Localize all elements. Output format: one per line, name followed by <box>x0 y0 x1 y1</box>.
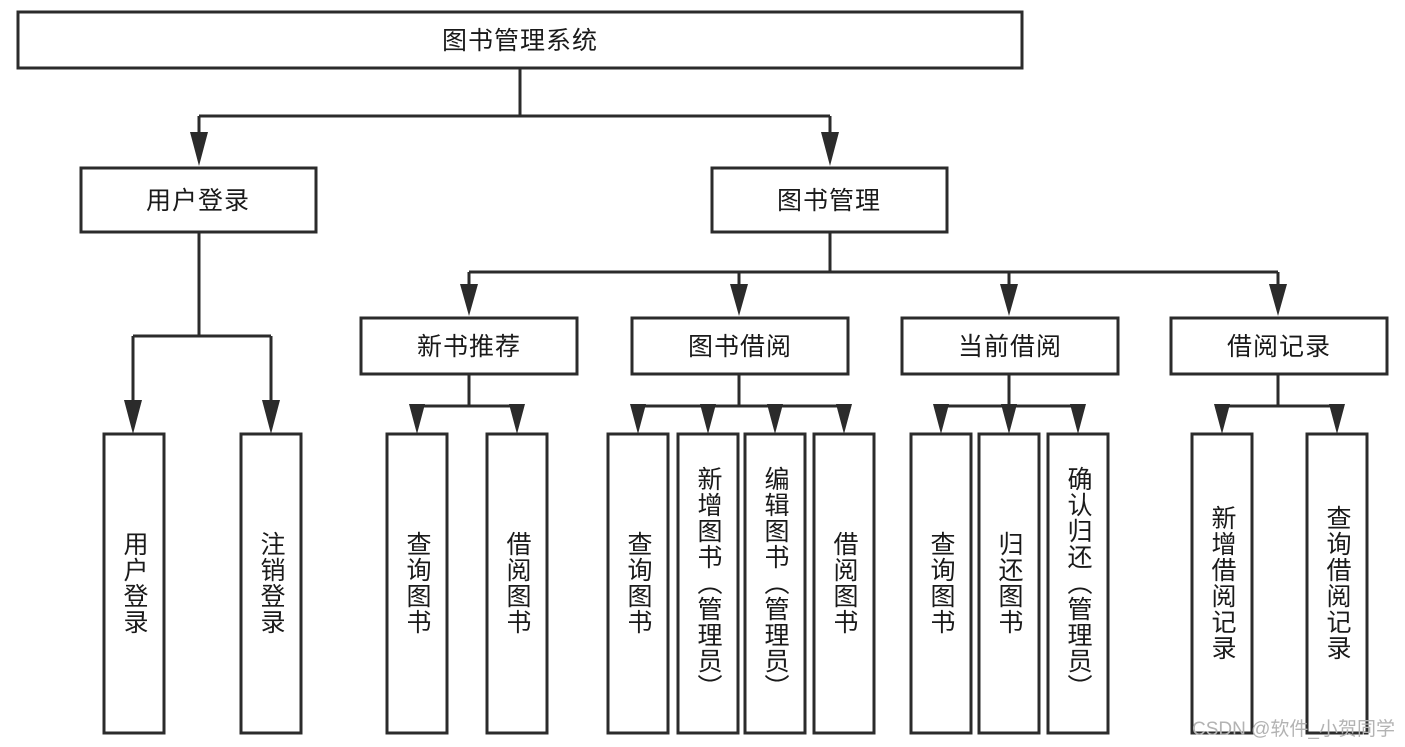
node-current-borrow-label: 当前借阅 <box>958 333 1062 361</box>
node-current-borrow[interactable]: 当前借阅 <box>900 316 1120 376</box>
node-root-box[interactable] <box>16 10 1024 70</box>
node-leaf-logout-box[interactable] <box>239 432 303 735</box>
node-leaf-add-book-box[interactable] <box>676 432 740 735</box>
node-leaf-edit-book[interactable]: 编辑图书（管理员） <box>743 432 807 735</box>
arrowhead-leaf-confirm-return <box>1070 404 1086 434</box>
node-leaf-confirm-return[interactable]: 确认归还（管理员） <box>1046 432 1110 735</box>
node-leaf-query-book-1[interactable]: 查询图书 <box>385 432 449 735</box>
node-leaf-borrow-book-1-box[interactable] <box>485 432 549 735</box>
node-leaf-query-book-1-box[interactable] <box>385 432 449 735</box>
node-leaf-add-book[interactable]: 新增图书（管理员） <box>676 432 740 735</box>
node-leaf-user-login-label: 用户登录 <box>120 531 149 635</box>
node-book-management-box[interactable] <box>710 166 949 234</box>
node-book-borrow-label: 图书借阅 <box>688 333 792 361</box>
arrowhead-leaf-return-book <box>1001 404 1017 434</box>
node-leaf-add-book-label: 新增图书（管理员） <box>694 466 723 700</box>
node-leaf-add-record[interactable]: 新增借阅记录 <box>1190 432 1254 735</box>
node-leaf-borrow-book-2-box[interactable] <box>812 432 876 735</box>
arrowhead-leaf-query-record <box>1329 404 1345 434</box>
node-leaf-return-book-box[interactable] <box>977 432 1041 735</box>
arrowhead-new-book-recommend <box>460 284 478 316</box>
node-book-borrow[interactable]: 图书借阅 <box>630 316 850 376</box>
arrowhead-leaf-query-book-1 <box>409 404 425 434</box>
arrowhead-leaf-borrow-book-2 <box>836 404 852 434</box>
node-leaf-add-record-box[interactable] <box>1190 432 1254 735</box>
node-leaf-edit-book-box[interactable] <box>743 432 807 735</box>
arrowhead-current-borrow <box>1000 284 1018 316</box>
arrowhead-leaf-query-book-3 <box>933 404 949 434</box>
node-root-label: 图书管理系统 <box>442 27 598 55</box>
connector-group-new-book-recommend <box>409 374 525 434</box>
arrowhead-leaf-edit-book <box>767 404 783 434</box>
arrowhead-book-management <box>821 132 839 166</box>
node-leaf-confirm-return-label: 确认归还（管理员） <box>1064 466 1093 700</box>
arrowhead-leaf-add-book <box>700 404 716 434</box>
node-leaf-query-book-3-box[interactable] <box>909 432 973 735</box>
arrowhead-leaf-user-login <box>124 400 142 434</box>
node-new-book-recommend[interactable]: 新书推荐 <box>359 316 579 376</box>
connector-group-user-login <box>124 232 280 434</box>
arrowhead-user-login <box>190 132 208 166</box>
node-borrow-record[interactable]: 借阅记录 <box>1169 316 1389 376</box>
node-leaf-user-login-box[interactable] <box>102 432 166 735</box>
arrowhead-borrow-record <box>1269 284 1287 316</box>
node-user-login-box[interactable] <box>79 166 318 234</box>
node-leaf-user-login[interactable]: 用户登录 <box>102 432 166 735</box>
node-book-management[interactable]: 图书管理 <box>710 166 949 234</box>
node-current-borrow-box[interactable] <box>900 316 1120 376</box>
connector-group-book-borrow <box>630 374 852 434</box>
node-leaf-borrow-book-2[interactable]: 借阅图书 <box>812 432 876 735</box>
node-new-book-recommend-label: 新书推荐 <box>417 333 521 361</box>
node-leaf-query-book-3[interactable]: 查询图书 <box>909 432 973 735</box>
node-leaf-logout[interactable]: 注销登录 <box>239 432 303 735</box>
node-leaf-query-record-label: 查询借阅记录 <box>1323 505 1352 661</box>
node-leaf-edit-book-label: 编辑图书（管理员） <box>761 466 790 700</box>
node-leaf-query-record-box[interactable] <box>1305 432 1369 735</box>
node-leaf-borrow-book-2-label: 借阅图书 <box>830 531 859 635</box>
arrowhead-leaf-borrow-book-1 <box>509 404 525 434</box>
node-leaf-logout-label: 注销登录 <box>257 531 286 635</box>
node-root[interactable]: 图书管理系统 <box>16 10 1024 70</box>
node-leaf-confirm-return-box[interactable] <box>1046 432 1110 735</box>
node-book-management-label: 图书管理 <box>777 187 881 215</box>
arrowhead-leaf-query-book-2 <box>630 404 646 434</box>
node-leaf-borrow-book-1[interactable]: 借阅图书 <box>485 432 549 735</box>
node-leaf-query-book-3-label: 查询图书 <box>927 531 956 635</box>
node-leaf-query-book-2-box[interactable] <box>606 432 670 735</box>
node-leaf-query-book-2-label: 查询图书 <box>624 531 653 635</box>
node-user-login-label: 用户登录 <box>146 187 250 215</box>
node-leaf-add-record-label: 新增借阅记录 <box>1208 505 1237 661</box>
connector-group-borrow-record <box>1214 374 1345 434</box>
arrowhead-book-borrow <box>730 284 748 316</box>
node-new-book-recommend-box[interactable] <box>359 316 579 376</box>
connector-group-current-borrow <box>933 374 1086 434</box>
node-borrow-record-box[interactable] <box>1169 316 1389 376</box>
node-leaf-query-record[interactable]: 查询借阅记录 <box>1305 432 1369 735</box>
node-user-login[interactable]: 用户登录 <box>79 166 318 234</box>
node-leaf-query-book-1-label: 查询图书 <box>403 531 432 635</box>
node-book-borrow-box[interactable] <box>630 316 850 376</box>
arrowhead-leaf-add-record <box>1214 404 1230 434</box>
connector-group-root <box>190 68 839 166</box>
node-leaf-query-book-2[interactable]: 查询图书 <box>606 432 670 735</box>
connector-group-book-management <box>460 232 1287 316</box>
arrowhead-leaf-logout <box>262 400 280 434</box>
node-leaf-return-book[interactable]: 归还图书 <box>977 432 1041 735</box>
node-leaf-borrow-book-1-label: 借阅图书 <box>503 531 532 635</box>
node-leaf-return-book-label: 归还图书 <box>995 531 1024 635</box>
node-borrow-record-label: 借阅记录 <box>1227 333 1331 361</box>
